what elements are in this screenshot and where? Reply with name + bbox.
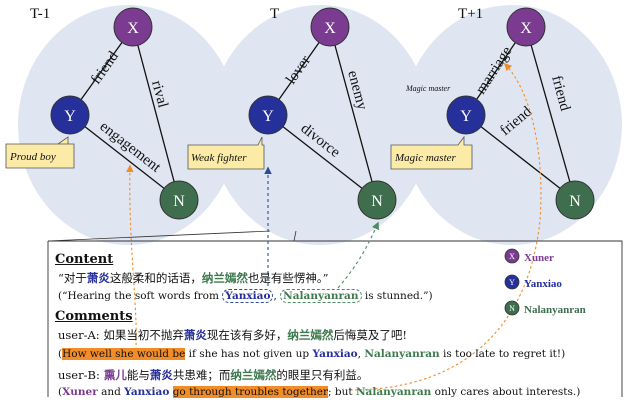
user-b-cn-name-xuner: 熏儿 [99,368,127,382]
user-b-en-name-xuner: Xuner [62,386,98,398]
time-label-t-plus-1: T+1 [458,6,483,22]
panel-connector-right [293,230,297,242]
edge-yn-t [267,114,378,201]
edge-xn-t [329,26,378,201]
node-y-t-minus-1 [50,95,90,135]
user-b-cn-part: 的眼里只有利益。 [276,368,369,382]
time-label-t: T [270,6,279,22]
node-x-t-plus-1 [506,7,546,47]
user-b-en-part: ( [58,386,63,398]
user-a-en-part: , [357,348,365,360]
node-x-label: X [324,20,336,37]
legend-n-label: Nalanyanran [524,304,586,316]
node-n-t [357,180,397,220]
comments-heading: Comments [55,309,133,324]
node-x-t-minus-1 [113,7,153,47]
node-y-label: Y [460,108,472,125]
arrow-orange-left [126,164,137,361]
callout-magic-master [390,135,473,170]
quote-cn-part: 这般柔和的话语， [109,271,202,285]
user-b-en-part: ; but [328,386,356,398]
user-b-cn-name-nalanyanran: 纳兰嫣然 [230,368,277,382]
legend-x-glyph: X [509,252,515,261]
user-b-en-name-nalanyanran: Nalanyanran [355,386,432,398]
user-a-cn-name-nalanyanran: 纳兰嫣然 [287,328,334,342]
edge-xn-t-minus-1 [132,26,180,201]
callout-weak-fighter-text: Weak fighter [191,152,247,164]
node-x-t [310,7,350,47]
legend-x-label: Xuner [524,252,554,264]
edge-yn-t-plus-1 [465,114,576,201]
comment-user-a-cn: user-A: 如果当初不抛弃萧炎现在该有多好，纳兰嫣然后悔莫及了吧! [58,327,407,343]
user-b-cn-part: 共患难；而 [172,368,231,382]
user-a-label: user-A: [58,328,100,342]
node-y-t-plus-1 [446,95,486,135]
user-a-en-part: if she has not given up [185,348,313,360]
legend: X Xuner Y Yanxiao N Nalanyanran [504,248,586,316]
node-n-label: N [371,193,383,210]
node-n-label: N [569,193,581,210]
content-quote-cn: “对于萧炎这般柔和的话语，纳兰嫣然也是有些愣神。” [58,270,329,286]
user-b-en-part: only cares about interests.) [431,386,581,398]
user-a-cn-name-yanxiao: 萧炎 [183,328,207,342]
panel-border [47,240,623,397]
quote-en-part: (“Hearing the soft words from [58,290,223,302]
user-a-cn-part: 后悔莫及了吧! [333,328,407,342]
legend-n-node [504,300,520,316]
user-b-cn-name-yanxiao: 萧炎 [149,368,173,382]
comment-user-a-en: (How well she would be if she has not gi… [58,348,565,360]
callout-proud-boy-text: Proud boy [9,151,56,163]
legend-y-node [504,274,520,290]
quote-cn-part: 也是有些愣神。” [247,271,329,285]
node-y-t [248,95,288,135]
edge-xn-t-plus-1 [525,26,576,201]
user-b-label: user-B: [58,368,100,382]
content-quote-en: (“Hearing the soft words from Yanxiao, N… [58,289,433,303]
time-label-t-minus-1: T-1 [30,6,50,22]
legend-y-label: Yanxiao [524,278,562,290]
node-n-t-minus-1 [159,180,199,220]
content-panel: Content “对于萧炎这般柔和的话语，纳兰嫣然也是有些愣神。” (“Hear… [48,241,622,398]
quote-en-name-nalanyanran: Nalanyanran [280,289,362,303]
callout-proud-boy [5,136,75,169]
quote-en-part: , [273,290,281,302]
panel-connector-left [47,230,271,242]
content-heading: Content [55,252,114,267]
node-n-t-plus-1 [555,180,595,220]
legend-n-glyph: N [509,304,515,313]
quote-en-name-yanxiao: Yanxiao [222,289,274,303]
comment-user-b-en: (Xuner and Yanxiao go through troubles t… [58,386,580,398]
legend-x-node [504,248,520,264]
user-b-en-part: and [97,386,125,398]
edge-yn-t-minus-1 [69,114,180,201]
node-x-label: X [127,20,139,37]
quote-cn-part: “对于 [58,271,87,285]
user-a-en-part: is too late to regret it!) [439,348,566,360]
user-a-en-part: ( [58,348,63,360]
node-n-label: N [173,193,185,210]
user-b-en-name-yanxiao: Yanxiao [124,386,170,398]
user-a-en-name-nalanyanran: Nalanyanran [364,348,440,360]
user-a-cn-part: 如果当初不抛弃 [99,328,184,342]
quote-cn-name-yanxiao: 萧炎 [86,271,110,285]
user-a-en-highlight: How well she would be [62,348,186,360]
small-label-magic-master: Magic master [405,84,451,93]
user-a-en-name-yanxiao: Yanxiao [312,348,358,360]
node-x-label: X [520,20,532,37]
comment-user-b-cn: user-B: 熏儿能与萧炎共患难；而纳兰嫣然的眼里只有利益。 [58,367,368,383]
user-b-en-highlight: go through troubles together [172,386,329,398]
edge-label-rival-t-minus-1: rival [148,79,171,110]
node-y-label: Y [262,108,274,125]
callout-magic-master-text: Magic master [394,152,457,164]
arrow-green [337,221,379,289]
callout-weak-fighter [187,136,265,170]
user-b-cn-part: 能与 [126,368,150,382]
node-y-label: Y [64,108,76,125]
legend-y-glyph: Y [509,278,515,287]
arrow-orange-right [349,62,542,391]
quote-en-part: is stunned.”) [361,290,433,302]
quote-cn-name-nalanyanran: 纳兰嫣然 [201,271,248,285]
user-a-cn-part: 现在该有多好， [206,328,288,342]
